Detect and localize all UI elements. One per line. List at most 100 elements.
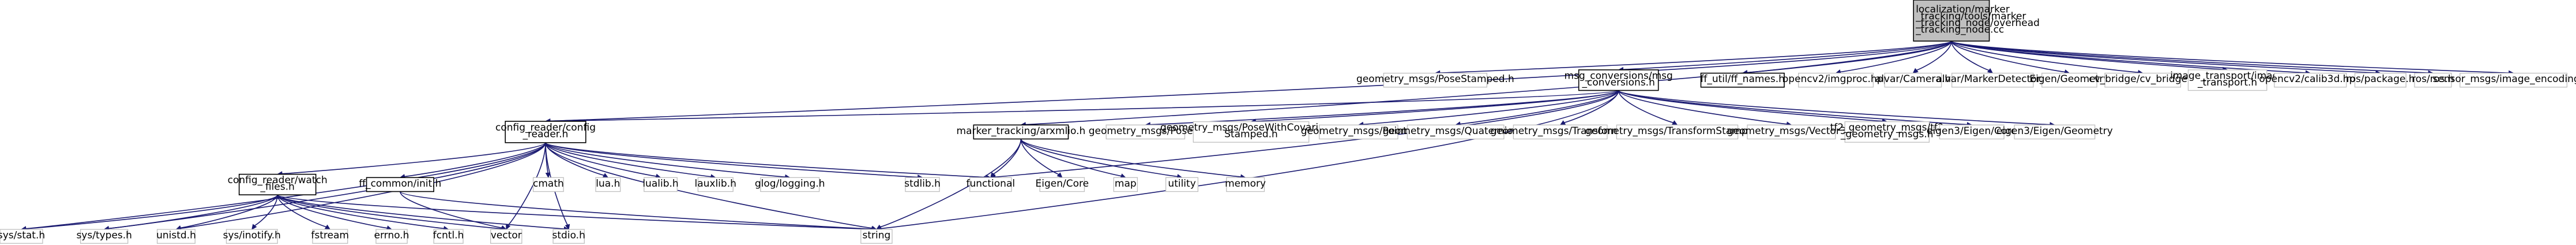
node-box xyxy=(2041,72,2097,88)
graph-node-calib3d[interactable]: opencv2/calib3d.hpp xyxy=(2259,72,2361,88)
graph-node-glog[interactable]: glog/logging.h xyxy=(755,177,825,192)
node-label: glog/logging.h xyxy=(755,178,825,190)
node-box xyxy=(1105,124,1186,140)
dependency-edge xyxy=(545,142,609,178)
graph-node-stdlib[interactable]: stdlib.h xyxy=(904,177,941,192)
dependency-edge xyxy=(1618,90,1678,125)
graph-node-tf2-geom[interactable]: tf2_geometry_msgs/tf2_geometry_msgs.h xyxy=(1830,121,1944,143)
graph-node-lua[interactable]: lua.h xyxy=(595,177,621,192)
node-box xyxy=(595,177,621,192)
dependency-edge xyxy=(20,194,278,232)
graph-node-geom-pose-stamped[interactable]: geometry_msgs/PoseStamped.h xyxy=(1356,72,1514,88)
node-box xyxy=(2104,72,2182,88)
node-box xyxy=(1939,124,2005,140)
node-label: map xyxy=(1115,178,1137,190)
node-box xyxy=(1407,124,1505,140)
node-label: cmath xyxy=(533,178,564,190)
graph-node-stdio[interactable]: stdio.h xyxy=(552,229,585,244)
graph-node-string[interactable]: string xyxy=(860,229,893,244)
node-label: fstream xyxy=(311,230,349,242)
node-box xyxy=(433,229,464,244)
graph-node-geom-quat[interactable]: geometry_msgs/Quaternion.h xyxy=(1383,124,1529,140)
graph-node-alvar-marker[interactable]: alvar/MarkerDetector.h xyxy=(1936,72,2049,88)
node-box xyxy=(2414,72,2452,88)
dependency-edge xyxy=(545,142,570,231)
graph-node-ff-names[interactable]: ff_util/ff_names.h xyxy=(1701,72,1785,88)
graph-node-eigen3-geometry[interactable]: eigen3/Eigen/Geometry xyxy=(1996,124,2113,140)
node-label: _tracking_node/overhead xyxy=(1915,17,2040,29)
graph-node-functional[interactable]: functional xyxy=(967,177,1016,192)
node-box xyxy=(1884,72,1942,88)
node-label: utility xyxy=(1168,178,1195,190)
node-box xyxy=(552,229,585,244)
graph-node-fcntl[interactable]: fcntl.h xyxy=(433,229,464,244)
graph-node-geom-point[interactable]: geometry_msgs/Point.h xyxy=(1301,124,1416,140)
graph-node-sys-inotify[interactable]: sys/inotify.h xyxy=(223,229,281,244)
node-label: sys/types.h xyxy=(76,230,132,242)
node-label: config_reader/config xyxy=(495,122,596,133)
graph-node-alvar-camera[interactable]: alvar/Camera.h xyxy=(1875,72,1951,88)
graph-node-image-transport[interactable]: image_transport/image_transport.h xyxy=(2170,69,2285,91)
graph-node-map[interactable]: map xyxy=(1113,177,1138,192)
node-label: _conversions.h xyxy=(1582,77,1655,88)
node-label: ff_util/ff_names.h xyxy=(1701,73,1785,85)
node-label: geometry_msgs/PoseStamped.h xyxy=(1356,73,1514,85)
node-label: opencv2/calib3d.hpp xyxy=(2259,73,2361,85)
dependency-edge xyxy=(1020,139,1063,179)
graph-node-ros-ros[interactable]: ros/ros.h xyxy=(2412,72,2454,88)
node-label: geometry_msgs/Transform.h xyxy=(1490,125,1630,137)
node-label: _reader.h xyxy=(522,129,569,140)
node-box xyxy=(2187,69,2267,91)
graph-node-geom-transform[interactable]: geometry_msgs/Transform.h xyxy=(1490,124,1630,140)
graph-node-ff-init[interactable]: ff_common/init.h xyxy=(359,177,441,192)
graph-node-eigen3-core[interactable]: eigen3/Eigen/Core xyxy=(1927,124,2017,140)
dependency-edge xyxy=(277,194,449,231)
node-label: errno.h xyxy=(374,230,409,242)
graph-node-imgproc[interactable]: opencv2/imgproc.hpp xyxy=(1782,72,1889,88)
node-box xyxy=(1913,0,1990,42)
graph-node-lauxlib[interactable]: lauxlib.h xyxy=(694,177,736,192)
graph-node-watch-files[interactable]: config_reader/watch_files.h xyxy=(228,173,328,196)
node-box xyxy=(490,229,522,244)
node-label: geometry_msgs/PoseWithCovariance xyxy=(1160,122,1342,133)
graph-node-eigen-geometry-top[interactable]: Eigen/Geometry xyxy=(2029,72,2109,88)
graph-node-cv-bridge[interactable]: cv_bridge/cv_bridge.h xyxy=(2089,72,2197,88)
graph-node-msg-conversions[interactable]: msg_conversions/msg_conversions.h xyxy=(1565,69,1673,91)
node-box xyxy=(1951,72,2034,88)
graph-node-geom-vector3[interactable]: geometry_msgs/Vector3.h xyxy=(1727,124,1856,140)
node-box xyxy=(2460,72,2568,88)
graph-node-utility[interactable]: utility xyxy=(1165,177,1199,192)
node-box xyxy=(644,177,678,192)
graph-node-image-encodings[interactable]: sensor_msgs/image_encodings.h xyxy=(2433,72,2576,88)
graph-node-ros-package[interactable]: ros/package.h xyxy=(2346,72,2415,88)
graph-node-arxmlio[interactable]: marker_tracking/arxmlio.h xyxy=(957,124,1086,140)
graph-node-geom-transform-stamped[interactable]: geometry_msgs/TransformStamped.h xyxy=(1585,124,1769,140)
graph-node-sys-stat[interactable]: sys/stat.h xyxy=(0,229,45,244)
node-box xyxy=(80,229,129,244)
node-label: alvar/MarkerDetector.h xyxy=(1936,73,2049,85)
node-label: string xyxy=(862,230,890,242)
graph-node-errno[interactable]: errno.h xyxy=(374,229,409,244)
graph-node-config-reader[interactable]: config_reader/config_reader.h xyxy=(495,121,596,143)
graph-node-vector[interactable]: vector xyxy=(490,229,522,244)
node-label: image_transport/image xyxy=(2170,70,2285,81)
dependency-edge xyxy=(103,194,278,231)
graph-node-root[interactable]: localization/marker_tracking/tools/marke… xyxy=(1913,0,2040,42)
graph-node-sys-types[interactable]: sys/types.h xyxy=(76,229,132,244)
graph-node-memory[interactable]: memory xyxy=(1225,177,1266,192)
graph-node-geom-pose[interactable]: geometry_msgs/Pose.h xyxy=(1089,124,1202,140)
graph-node-fstream[interactable]: fstream xyxy=(311,229,349,244)
graph-node-eigen-core[interactable]: Eigen/Core xyxy=(1036,177,1089,192)
dependency-edge xyxy=(277,195,331,230)
node-label: sys/inotify.h xyxy=(223,230,281,242)
graph-node-geom-pose-cov[interactable]: geometry_msgs/PoseWithCovarianceStamped.… xyxy=(1160,121,1342,143)
node-label: eigen3/Eigen/Geometry xyxy=(1996,125,2113,137)
graph-node-cmath[interactable]: cmath xyxy=(532,177,564,192)
graph-node-unistd[interactable]: unistd.h xyxy=(156,229,196,244)
node-box xyxy=(1578,69,1659,91)
graph-node-lualib[interactable]: lualib.h xyxy=(642,177,679,192)
node-label: _files.h xyxy=(260,181,294,193)
node-box xyxy=(0,229,43,244)
node-label: memory xyxy=(1225,178,1266,190)
node-box xyxy=(1039,177,1085,192)
